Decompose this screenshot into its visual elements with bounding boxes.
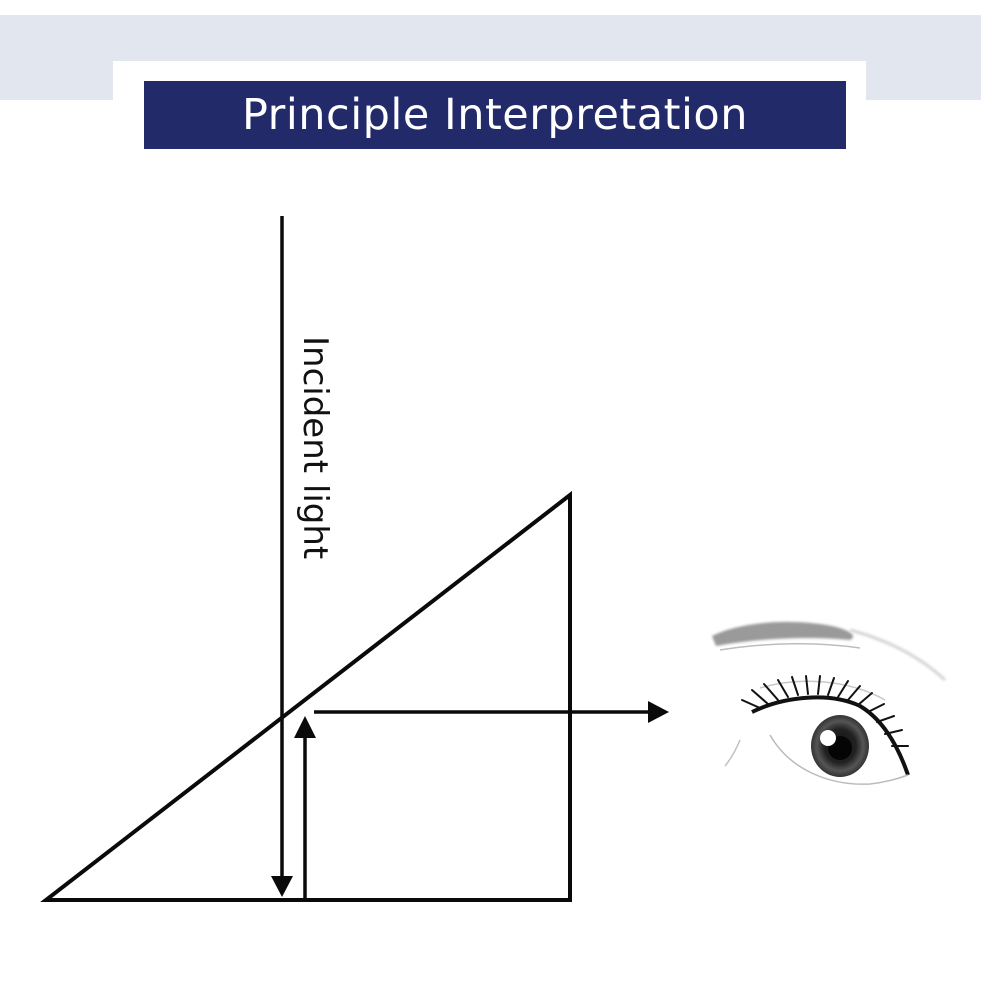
incident-light-label: Incident light [295, 336, 335, 559]
page-title: Principle Interpretation [242, 90, 748, 140]
title-bar: Principle Interpretation [144, 81, 846, 149]
incident-arrowhead [271, 876, 293, 897]
output-arrowhead [648, 701, 669, 723]
eye-icon [712, 621, 947, 785]
prism-triangle [40, 490, 572, 902]
reflected-up-arrowhead [294, 716, 316, 738]
